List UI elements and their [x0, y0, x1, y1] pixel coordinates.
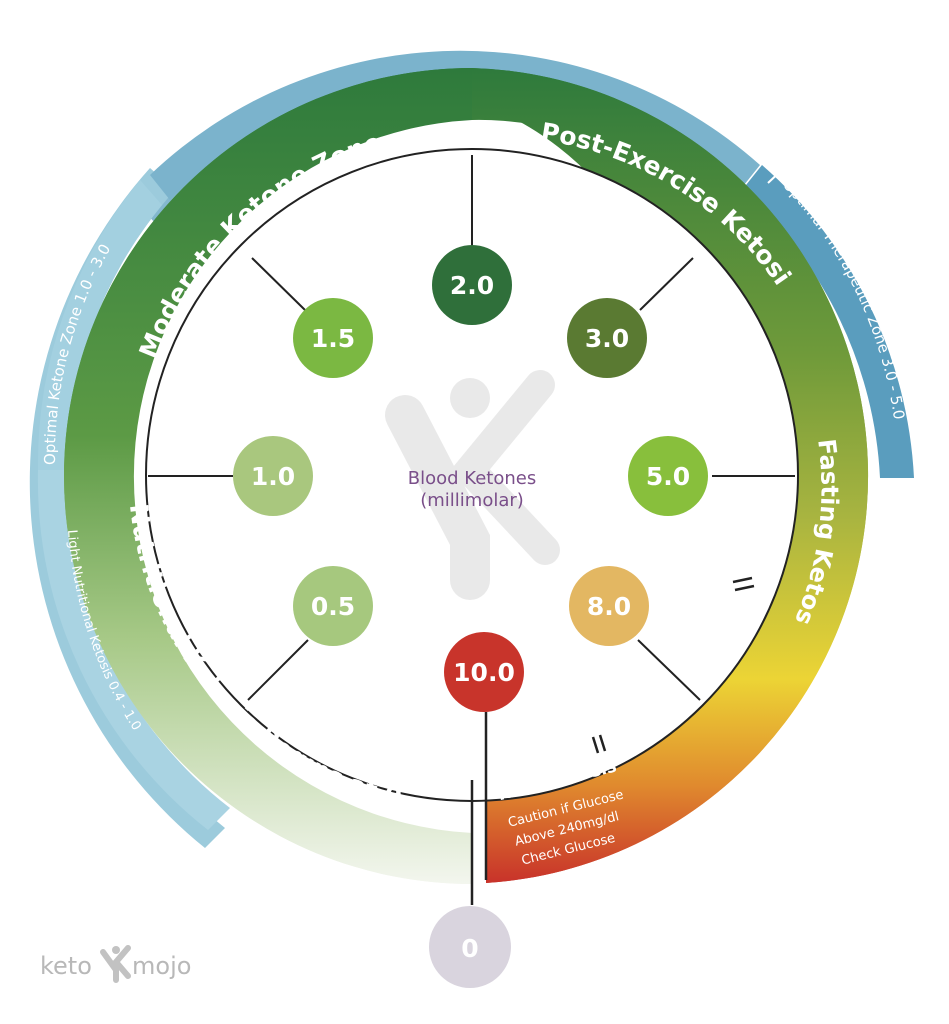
node-circle [569, 566, 649, 646]
watermark-logo-icon [385, 370, 560, 600]
node-circle [444, 632, 524, 712]
node-0-5: 0.5 [293, 566, 373, 646]
break-marks [591, 576, 755, 754]
node-3-0: 3.0 [567, 298, 647, 378]
node-1-0: 1.0 [233, 436, 313, 516]
center-subtitle: (millimolar) [420, 490, 524, 511]
node-0: 0 [429, 906, 511, 988]
node-8-0: 8.0 [569, 566, 649, 646]
node-10-0: 10.0 [444, 632, 524, 712]
node-label: 0.5 [311, 592, 355, 621]
optimal-therapeutic-band [742, 165, 914, 478]
node-label: 0 [461, 934, 478, 963]
center-title: Blood Ketones [408, 468, 536, 489]
logo-left-text: keto [40, 952, 92, 980]
ring-left-half [64, 68, 472, 884]
node-label: 1.5 [311, 324, 355, 353]
node-label: 2.0 [450, 271, 494, 300]
keto-mojo-logo: keto mojo [40, 945, 191, 983]
value-nodes: 2.0 3.0 1.5 1.0 5.0 0.5 8.0 10.0 [233, 245, 708, 988]
node-circle [233, 436, 313, 516]
node-5-0: 5.0 [628, 436, 708, 516]
node-circle [293, 566, 373, 646]
node-label: 8.0 [587, 592, 631, 621]
node-label: 5.0 [646, 462, 690, 491]
node-circle [628, 436, 708, 516]
node-label: 10.0 [453, 658, 515, 687]
node-circle [293, 298, 373, 378]
logo-dot-icon [112, 946, 120, 954]
node-1-5: 1.5 [293, 298, 373, 378]
logo-mark-icon [100, 945, 131, 983]
node-circle [567, 298, 647, 378]
node-circle [429, 906, 511, 988]
tick-lines [148, 155, 795, 770]
logo-right-text: mojo [132, 952, 191, 980]
node-circle [432, 245, 512, 325]
node-label: 1.0 [251, 462, 295, 491]
node-2-0: 2.0 [432, 245, 512, 325]
node-label: 3.0 [585, 324, 629, 353]
